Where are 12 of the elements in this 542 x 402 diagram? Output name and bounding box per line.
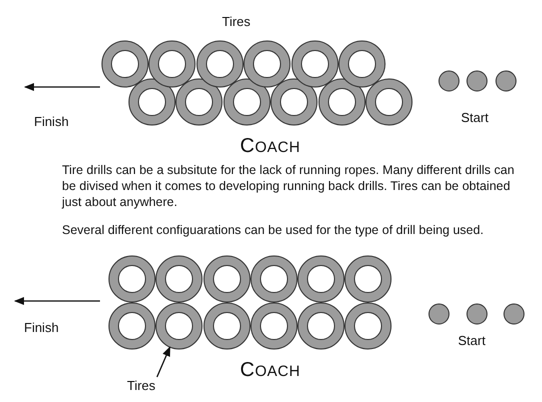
heading: COACH: [240, 362, 300, 380]
tire: [156, 302, 202, 350]
text-label: Start: [458, 333, 486, 349]
heading: COACH: [240, 138, 300, 156]
text-label: Start: [461, 110, 488, 126]
text-label: Finish: [24, 320, 59, 336]
text-label: Finish: [34, 114, 69, 130]
leader-line: [156, 346, 170, 378]
callout-label: Tires: [127, 378, 156, 394]
paragraph: Several different configuarations can be used for the type of drill being used.: [62, 222, 485, 238]
paragraph: Tire drills can be a subsitute for the lack of running ropes. Many different drills can be divised when it comes to developing running back drills. Tires can be obtained just about anywhere.: [62, 162, 516, 210]
text-label: Tires: [222, 14, 250, 30]
